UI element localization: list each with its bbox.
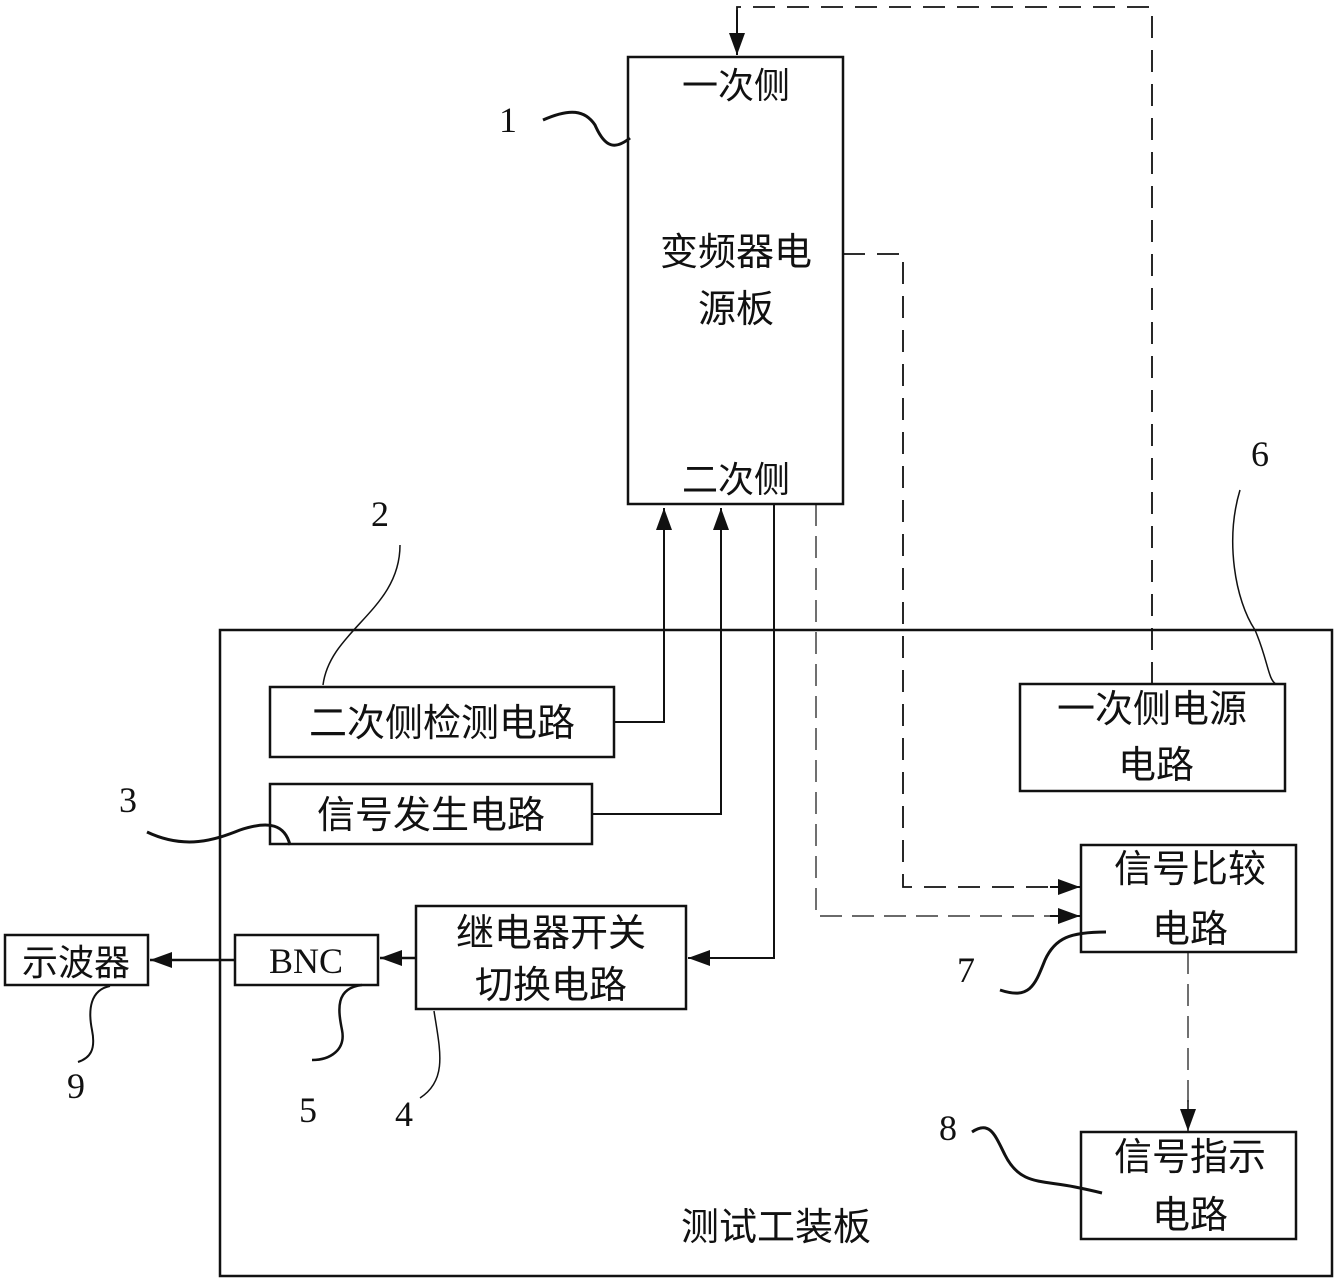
ref-label-4: 4 bbox=[395, 1094, 413, 1134]
connector-primary-power-to-primary bbox=[736, 6, 1153, 684]
power-board: 一次侧 变频器电 源板 二次侧 bbox=[626, 55, 845, 506]
primary-power-label-line2: 电路 bbox=[1118, 743, 1194, 787]
signal-indicator-box bbox=[1079, 1130, 1298, 1241]
power-board-title-line1: 变频器电 bbox=[660, 230, 812, 274]
oscilloscope-box bbox=[3, 933, 150, 987]
signal-compare-label-line1: 信号比较 bbox=[1114, 847, 1266, 891]
fixture-board-title: 测试工装板 bbox=[681, 1205, 871, 1249]
primary-side-label: 一次侧 bbox=[682, 66, 790, 107]
signal-indicator-label-line2: 电路 bbox=[1152, 1193, 1228, 1237]
connector-signalgen-to-secondary bbox=[592, 508, 729, 815]
ref-label-6: 6 bbox=[1251, 434, 1269, 474]
ref-label-2: 2 bbox=[371, 494, 389, 534]
ref-label-8: 8 bbox=[939, 1108, 957, 1148]
primary-power-label-line1: 一次侧电源 bbox=[1057, 687, 1247, 731]
ref-label-5: 5 bbox=[299, 1090, 317, 1130]
ref-label-1: 1 bbox=[499, 100, 517, 140]
connector-secondary-to-relay bbox=[688, 504, 775, 966]
ref-label-3: 3 bbox=[119, 780, 137, 820]
signal-indicator-label-line1: 信号指示 bbox=[1114, 1135, 1266, 1179]
leader-line-9 bbox=[77, 985, 111, 1063]
leader-line-7 bbox=[999, 930, 1107, 995]
connector-board-to-compare-1 bbox=[843, 253, 1079, 888]
fixture-board: 测试工装板 bbox=[218, 628, 1334, 1278]
ref-label-9: 9 bbox=[67, 1066, 85, 1106]
fixture-board-box bbox=[218, 628, 1334, 1278]
bnc-label: BNC bbox=[269, 941, 343, 981]
power-board-title-line2: 源板 bbox=[698, 287, 774, 331]
leader-line-3 bbox=[146, 823, 292, 846]
leader-line-2 bbox=[322, 544, 401, 686]
leader-line-6 bbox=[1232, 489, 1277, 685]
relay-switch-label-line1: 继电器开关 bbox=[456, 911, 646, 955]
leader-line-1 bbox=[542, 110, 631, 147]
ref-label-7: 7 bbox=[957, 950, 975, 990]
power-board-box bbox=[626, 55, 845, 506]
relay-switch-label-line2: 切换电路 bbox=[475, 963, 627, 1007]
secondary-side-label: 二次侧 bbox=[682, 460, 790, 501]
connector-detect-to-secondary bbox=[614, 508, 672, 723]
signal-compare-label-line2: 电路 bbox=[1152, 907, 1228, 951]
leader-line-4 bbox=[419, 1010, 441, 1099]
oscilloscope-label: 示波器 bbox=[22, 943, 130, 984]
connector-secondary-to-compare-2 bbox=[815, 504, 1079, 917]
secondary-detect-label: 二次侧检测电路 bbox=[309, 701, 575, 745]
signal-gen-label: 信号发生电路 bbox=[317, 793, 545, 837]
leader-line-8 bbox=[971, 1126, 1103, 1195]
leader-line-5 bbox=[311, 983, 363, 1062]
